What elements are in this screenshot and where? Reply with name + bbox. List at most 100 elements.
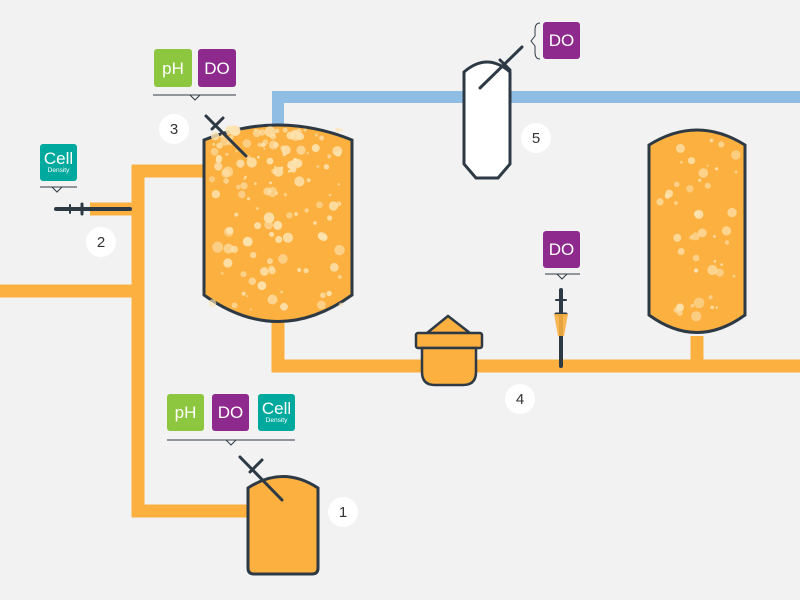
bubble: [311, 144, 320, 153]
bubble: [274, 128, 280, 134]
bubble: [296, 145, 306, 155]
bubble: [693, 268, 699, 273]
bubble: [269, 181, 272, 185]
bubble: [665, 189, 674, 198]
bubble: [689, 235, 694, 240]
bubble: [673, 233, 682, 242]
bubble: [275, 235, 283, 244]
bubble: [246, 157, 257, 168]
callout-brackets: [40, 22, 580, 446]
bubble: [266, 258, 273, 265]
bubble: [297, 268, 302, 272]
bubble: [211, 132, 220, 141]
bubble: [231, 302, 238, 309]
bubble: [225, 125, 235, 135]
bubble: [676, 303, 684, 312]
bubble: [707, 264, 718, 276]
bubbles-icon: [656, 138, 741, 322]
sensor-port-4: [554, 314, 568, 336]
bubble: [732, 274, 736, 278]
do-badge: DO: [198, 49, 236, 87]
step-number-4: 4: [505, 384, 535, 414]
bubble: [212, 241, 224, 253]
bubble: [674, 181, 680, 187]
probe-icon: [54, 202, 132, 216]
bubble: [249, 308, 252, 311]
bubble: [332, 146, 343, 157]
bioreactor-outlet-pipe: [271, 322, 800, 373]
bubble: [327, 215, 333, 221]
bubble: [338, 302, 344, 307]
bubble: [313, 221, 317, 225]
bubble: [240, 182, 248, 190]
bubble: [287, 169, 291, 173]
separator-bowl: [420, 346, 478, 387]
bubble: [248, 277, 256, 285]
bubble: [721, 226, 732, 236]
bubble: [294, 212, 298, 216]
bubble: [339, 128, 343, 132]
bubble: [316, 201, 323, 209]
bubble: [223, 243, 234, 254]
bubble: [225, 152, 229, 156]
bubble: [694, 210, 701, 217]
bubble: [229, 135, 234, 140]
bubble: [257, 281, 267, 291]
bubble: [240, 271, 247, 278]
bubble: [252, 129, 261, 138]
bubble: [676, 309, 683, 316]
bubble: [698, 168, 709, 178]
step-number-5: 5: [521, 123, 551, 153]
bubble: [260, 142, 266, 148]
bubble: [242, 236, 253, 247]
bubble: [316, 165, 320, 168]
bubble: [715, 167, 719, 171]
bubble: [693, 297, 705, 309]
bubble: [724, 240, 730, 245]
bubble: [706, 164, 709, 167]
step-number-3: 3: [159, 114, 189, 144]
bubble: [278, 254, 288, 264]
bubble: [223, 178, 230, 184]
bubble: [318, 232, 327, 241]
bubble: [337, 183, 340, 186]
bubble: [282, 127, 288, 133]
cell-density-badge: Cell Density: [258, 394, 295, 431]
bubble: [290, 130, 301, 141]
bubble: [254, 222, 262, 230]
bubble: [294, 176, 305, 187]
bubble: [223, 258, 233, 268]
bubble: [677, 248, 685, 255]
bubble: [208, 299, 217, 307]
bubble: [713, 235, 716, 238]
bubble: [329, 262, 339, 272]
bubble: [211, 190, 221, 199]
bubble: [306, 152, 309, 155]
bubble: [713, 260, 717, 263]
bubble: [674, 201, 678, 205]
bubble: [264, 220, 273, 230]
cell-density-badge: Cell Density: [40, 144, 77, 181]
step-number-2: 2: [86, 227, 116, 257]
bubble: [236, 159, 245, 168]
bubble: [687, 157, 696, 165]
bubble: [250, 252, 257, 259]
bubble: [734, 170, 738, 174]
bubble: [253, 182, 257, 186]
bubble: [269, 133, 277, 140]
bubble: [303, 268, 309, 274]
bubble: [718, 141, 725, 148]
bubble: [679, 160, 683, 164]
bubble: [221, 169, 231, 178]
bubble: [246, 197, 251, 201]
bubble: [273, 220, 283, 230]
bubble: [257, 142, 262, 147]
bubble: [220, 271, 224, 275]
probe-icon: [478, 45, 524, 90]
bubble: [297, 128, 300, 132]
bubble: [271, 168, 277, 174]
bubble: [328, 193, 332, 197]
bubble: [256, 207, 259, 210]
